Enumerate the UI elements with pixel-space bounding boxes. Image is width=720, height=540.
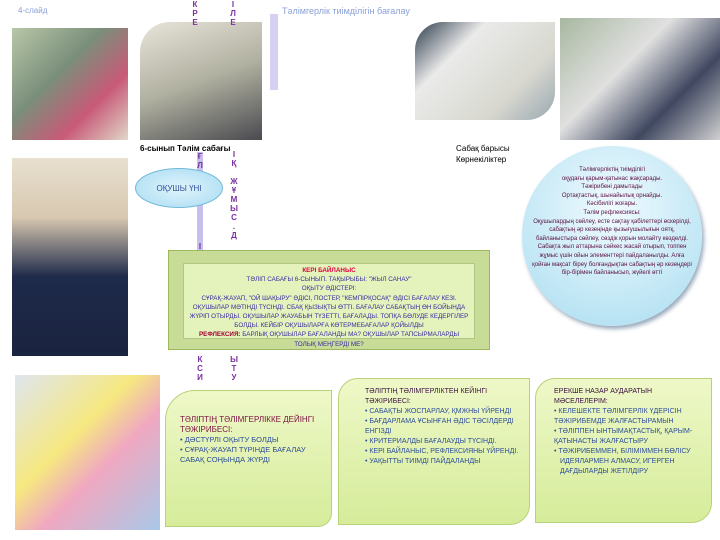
feedback-line: ТӘЛІП САБАҒЫ 6-СЫНЫП. ТАҚЫРЫБЫ: "ЖЫЛ САН… bbox=[246, 276, 412, 284]
lesson-caption: 6-сынып Тәлім сабағы bbox=[140, 144, 231, 153]
list-item: • КЕРІ БАЙЛАНЫС, РЕФЛЕКСИЯНЫ ҮЙРЕНДІ. bbox=[365, 448, 519, 455]
poster-photo bbox=[15, 375, 160, 530]
list-item: • ТӘЖІРИБЕММЕН, БІЛІМІММЕН БӨЛІСУ bbox=[554, 448, 691, 455]
classroom-photo-3 bbox=[560, 18, 720, 140]
list-item: • КЕЛЕШЕКТЕ ТӘЛІМГЕРЛІК ҮДЕРІСІН ТӘЖІРИБ… bbox=[554, 408, 682, 425]
after-mentoring-box: ТӘЛІПТІҢ ТӘЛІМГЕРЛІКТЕН КЕЙІНГІ ТӘЖІРИБЕ… bbox=[338, 378, 530, 525]
list-item: ИДЕЯЛАРМЕН АЛМАСУ, ИГЕРГЕН ДАҒДЫЛАРДЫ ЖЕ… bbox=[560, 458, 675, 475]
classroom-photo-2 bbox=[140, 22, 262, 140]
feedback-box: КЕРІ БАЙЛАНЫС ТӘЛІП САБАҒЫ 6-СЫНЫП. ТАҚЫ… bbox=[168, 250, 490, 350]
decor-bar bbox=[270, 14, 278, 90]
focus-issues-box: ЕРЕКШЕ НАЗАР АУДАРАТЫН МӘСЕЛЕЛЕРІМ: • КЕ… bbox=[535, 378, 712, 523]
feedback-line: ОҚЫТУ ӘДІСТЕРІ: bbox=[301, 285, 357, 293]
box-title: ТӘЛІПТІҢ ТӘЛІМГЕРЛІККЕ ДЕЙІНГІ ТӘЖІРИБЕС… bbox=[180, 415, 315, 434]
before-mentoring-box: ТӘЛІПТІҢ ТӘЛІМГЕРЛІККЕ ДЕЙІНГІ ТӘЖІРИБЕС… bbox=[165, 390, 332, 527]
list-item: • УАҚЫТТЫ ТИІМДІ ПАЙДАЛАНДЫ bbox=[365, 458, 481, 465]
list-item: • САБАҚТЫ ЖОСПАРЛАУ, ҚМЖНЫ ҮЙРЕНДІ bbox=[365, 408, 512, 415]
visuals-photo bbox=[415, 22, 555, 120]
student-photo bbox=[12, 158, 128, 356]
student-voice-bubble: ОҚУШЫ ҮНІ bbox=[135, 168, 223, 208]
box-title: ЕРЕКШЕ НАЗАР АУДАРАТЫН МӘСЕЛЕЛЕРІМ: bbox=[554, 388, 653, 405]
list-item: • БАҒДАРЛАМА ҰСЫНҒАН ӘДІС ТӘСІЛДЕРДІ ЕНГ… bbox=[365, 418, 514, 435]
reflection-line: РЕФЛЕКСИЯ: БАРЛЫҚ ОҚУШЫЛАР БАҒАЛАНДЫ МА?… bbox=[198, 331, 460, 348]
list-item: • КРИТЕРИАЛДЫ БАҒАЛАУДЫ ТҮСІНДІ. bbox=[365, 438, 497, 445]
list-item: • ТӘЛІППЕН ЫНТЫМАҚТАСТЫҚ, ҚАРЫМ-ҚАТЫНАСТ… bbox=[554, 428, 693, 445]
slide-title: Тәлімгерлік тиімділігін бағалау bbox=[282, 6, 410, 16]
feedback-heading: КЕРІ БАЙЛАНЫС bbox=[302, 267, 356, 274]
slide-number: 4-слайд bbox=[18, 6, 48, 15]
feedback-line: СҰРАҚ-ЖАУАП, "ОЙ ШАҚЫРУ" ӘДІСІ, ПОСТЕР, … bbox=[189, 294, 469, 330]
box-title: ТӘЛІПТІҢ ТӘЛІМГЕРЛІКТЕН КЕЙІНГІ ТӘЖІРИБЕ… bbox=[365, 388, 488, 405]
list-item: • СҰРАҚ-ЖАУАП ТҮРІНДЕ БАҒАЛАУ САБАҚ СОҢЫ… bbox=[180, 445, 306, 464]
list-item: • ДӘСТҮРЛІ ОҚЫТУ БОЛДЫ bbox=[180, 435, 279, 444]
classroom-photo-1 bbox=[12, 28, 128, 140]
